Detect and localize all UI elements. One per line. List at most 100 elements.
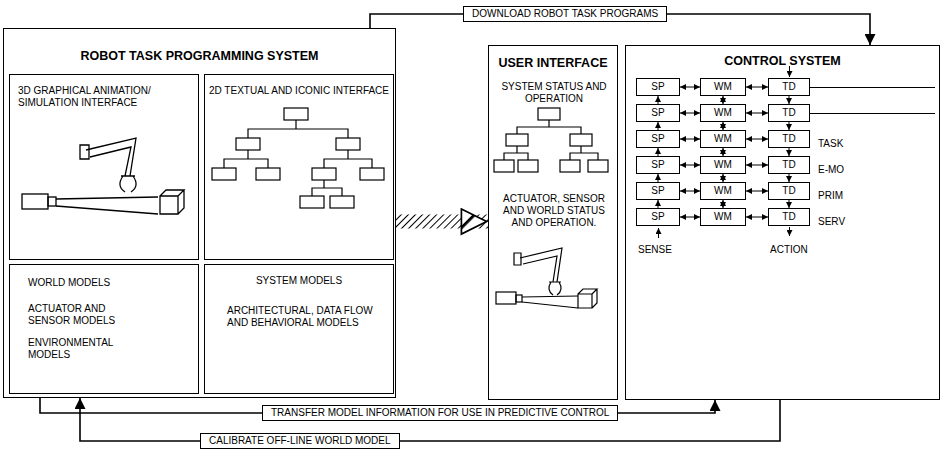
signal-line bbox=[658, 228, 659, 238]
box-title: WM bbox=[701, 185, 745, 197]
flow-arrow bbox=[789, 122, 790, 130]
tree-illustration bbox=[256, 168, 280, 180]
arrow-label: TRANSFER MODEL INFORMATION FOR USE IN PR… bbox=[262, 405, 618, 421]
tree-illustration bbox=[336, 138, 360, 150]
process-box: TD bbox=[768, 182, 810, 200]
label-holder: SENSE bbox=[638, 239, 672, 257]
robot-illustration bbox=[520, 248, 562, 282]
label-holder: PRIM bbox=[818, 185, 843, 203]
box-text: ACTUATOR, SENSOR AND WORLD STATUS AND OP… bbox=[493, 193, 615, 229]
box-title: SP bbox=[637, 159, 679, 171]
flow-arrow bbox=[680, 191, 700, 192]
robot-illustration bbox=[160, 190, 184, 214]
flow-arrow bbox=[680, 165, 700, 166]
box-title: TD bbox=[769, 159, 809, 171]
tree-illustration bbox=[300, 196, 324, 208]
process-box: SP bbox=[636, 130, 680, 148]
box-title: SYSTEM MODELS bbox=[205, 275, 393, 287]
robot-illustration bbox=[120, 176, 136, 192]
flow-arrow bbox=[658, 122, 659, 130]
flow-arrow bbox=[658, 148, 659, 156]
flow-arrow bbox=[680, 87, 700, 88]
tree-illustration bbox=[330, 196, 354, 208]
module-box: WORLD MODELS ACTUATOR AND SENSOR MODELS EN… bbox=[9, 264, 199, 394]
module-box: SYSTEM MODELSARCHITECTURAL, DATA FLOW AN… bbox=[204, 264, 394, 394]
robot-illustration bbox=[56, 197, 158, 214]
flow-arrow bbox=[789, 148, 790, 156]
label-holder: ACTION bbox=[770, 239, 808, 257]
data-transfer-arrow bbox=[396, 215, 488, 229]
tree-illustration bbox=[236, 138, 260, 150]
tree-illustration bbox=[538, 108, 560, 120]
control-panel: CONTROL SYSTEM SP WM TD SP WM TD SP WM TD SP WM TD SP… bbox=[625, 45, 940, 400]
robot-illustration bbox=[86, 138, 136, 176]
flow-arrow bbox=[680, 113, 700, 114]
tree-illustration bbox=[224, 120, 372, 196]
process-box: WM bbox=[700, 130, 746, 148]
flow-arrow bbox=[658, 174, 659, 182]
signal-line bbox=[789, 227, 790, 236]
box-text: ACTUATOR AND SENSOR MODELS bbox=[28, 303, 133, 327]
flow-arrow bbox=[746, 87, 768, 88]
robot-illustration bbox=[578, 289, 597, 308]
process-box: SP bbox=[636, 104, 680, 122]
flow-arrow bbox=[723, 200, 724, 208]
tree-illustration bbox=[360, 168, 384, 180]
process-box: SP bbox=[636, 208, 680, 226]
label-holder: E-MO bbox=[818, 159, 844, 177]
system-box: ROBOT TASK PROGRAMMING SYSTEM3D GRAPHICA… bbox=[3, 28, 396, 398]
box-title: SP bbox=[637, 133, 679, 145]
box-title: WM bbox=[701, 81, 745, 93]
process-box: SP bbox=[636, 182, 680, 200]
process-box: TD bbox=[768, 78, 810, 96]
process-box: TD bbox=[768, 104, 810, 122]
box-title: WORLD MODELS bbox=[28, 277, 178, 289]
robot-illustration bbox=[496, 292, 516, 304]
box-title: ROBOT TASK PROGRAMMING SYSTEM bbox=[4, 49, 395, 64]
level-label: E-MO bbox=[818, 164, 844, 175]
box-title: TD bbox=[769, 211, 809, 223]
tree-illustration bbox=[494, 160, 514, 172]
flow-arrow bbox=[746, 217, 768, 218]
box-title: TD bbox=[769, 185, 809, 197]
box-title: SP bbox=[637, 81, 679, 93]
process-box: WM bbox=[700, 78, 746, 96]
flow-arrow bbox=[789, 200, 790, 208]
signal-line bbox=[810, 88, 935, 114]
process-box: TD bbox=[768, 208, 810, 226]
flow-arrow bbox=[658, 200, 659, 208]
level-label: ACTION bbox=[770, 244, 808, 255]
robot-illustration bbox=[22, 138, 184, 214]
interface-panel: USER INTERFACESYSTEM STATUS AND OPERATIO… bbox=[488, 45, 618, 400]
flow-arrow bbox=[746, 165, 768, 166]
process-box: WM bbox=[700, 208, 746, 226]
flow-arrow bbox=[746, 113, 768, 114]
signal-line bbox=[659, 66, 936, 238]
level-label: SERV bbox=[818, 216, 845, 227]
flow-arrow bbox=[746, 139, 768, 140]
robot-illustration bbox=[48, 197, 56, 206]
robot-illustration bbox=[496, 248, 597, 308]
tree-illustration bbox=[506, 134, 528, 146]
tree-illustration bbox=[312, 168, 336, 180]
tree-illustration bbox=[494, 108, 608, 172]
level-label: SENSE bbox=[638, 244, 672, 255]
box-title: SP bbox=[637, 185, 679, 197]
level-label: TASK bbox=[818, 138, 843, 149]
robot-illustration bbox=[516, 295, 522, 302]
arrow-label: DOWNLOAD ROBOT TASK PROGRAMS bbox=[463, 6, 667, 22]
box-title: TD bbox=[769, 107, 809, 119]
box-title: CONTROL SYSTEM bbox=[626, 54, 939, 69]
robot-illustration bbox=[514, 253, 521, 265]
robot-illustration bbox=[522, 296, 578, 308]
process-box: SP bbox=[636, 78, 680, 96]
flow-arrow bbox=[723, 96, 724, 104]
box-title: SP bbox=[637, 211, 679, 223]
module-box: 2D TEXTUAL AND ICONIC INTERFACE bbox=[204, 74, 394, 260]
tree-illustration bbox=[570, 134, 592, 146]
tree-illustration bbox=[284, 108, 308, 120]
box-text: ENVIRONMENTAL MODELS bbox=[28, 337, 133, 361]
flow-arrow bbox=[680, 217, 700, 218]
flow-arrow bbox=[680, 139, 700, 140]
